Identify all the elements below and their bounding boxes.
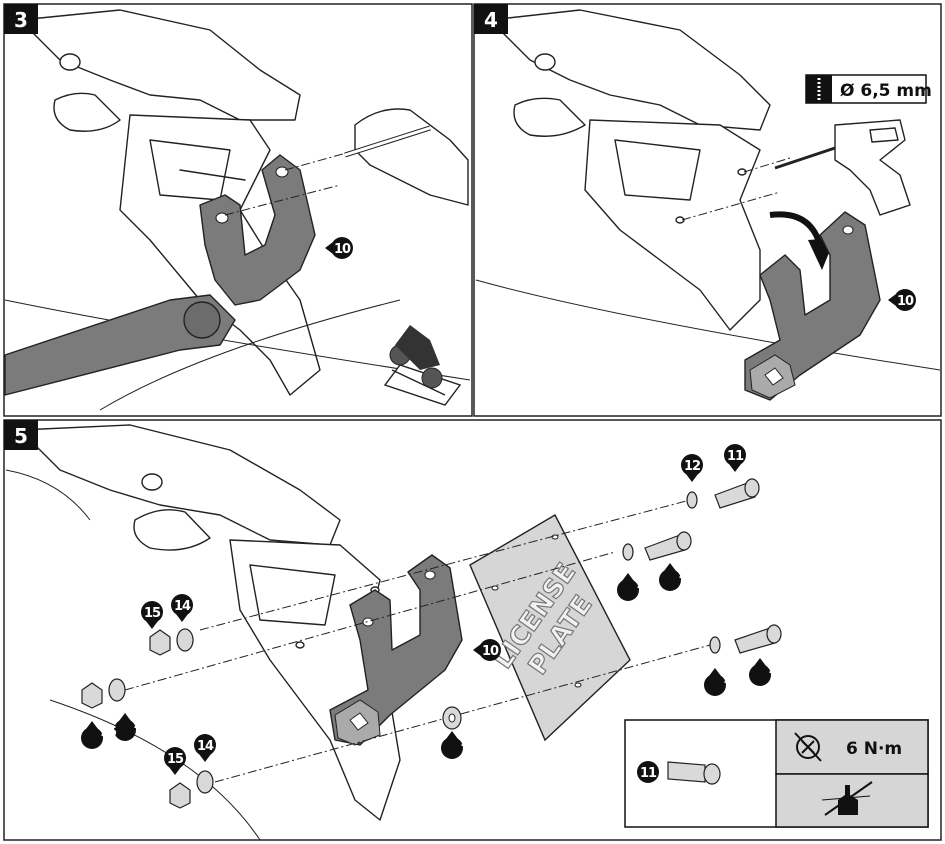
step-4-badge [474,4,508,34]
svg-text:12: 12 [636,577,652,592]
drill-diameter-spec: Ø 6,5 mm [805,74,932,104]
callout-15-bottom: 15 [164,747,186,775]
stand-lever [4,294,236,396]
step-5-number: 5 [14,424,28,448]
license-plate: LICENSE PLATE [469,514,631,742]
callout-12-top: 12 [681,454,703,482]
callout-15-top: 15 [141,601,163,629]
washer-14-top [176,628,194,652]
motorcycle-on-stand-icon [383,325,462,406]
nut-15-top [149,629,171,656]
nut-15-middle [81,682,103,709]
bracket-10-step5 [329,554,463,746]
hand-marking-icon [344,108,469,206]
svg-text:11: 11 [640,766,657,781]
step-3-badge [4,4,38,34]
callout-11-top: 11 [724,444,746,472]
washer-14-middle [108,678,126,702]
svg-text:14: 14 [197,739,214,754]
washer-12-top [686,491,698,509]
callout-11-bottom: 11 [749,658,786,686]
drill-diameter-text: Ø 6,5 mm [840,81,932,101]
no-threadlocker-icon [821,781,873,816]
drill-icon [774,119,911,216]
bracket-10-step3 [199,154,316,306]
step-3-number: 3 [14,8,28,32]
svg-text:12: 12 [723,672,739,687]
step-4-number: 4 [484,8,498,32]
tail-section-4 [475,9,941,371]
bracket-10-step4 [744,211,881,401]
svg-text:11: 11 [727,449,744,464]
callout-11-middle: 11 [659,563,696,591]
callout-12-bottom: 12 [704,668,740,696]
svg-text:10: 10 [897,294,914,309]
callout-15-middle: 15 [81,721,118,749]
screw-11-bottom [734,624,782,654]
callout-13: 13 [441,731,478,759]
screw-11-detail [667,761,721,785]
screw-11-top [714,478,760,509]
panel-step-3: 3 10 [3,3,473,417]
svg-text:11: 11 [678,567,695,582]
svg-text:15: 15 [144,606,161,621]
rotate-arrow-icon [769,211,823,246]
svg-text:12: 12 [684,459,700,474]
torque-wrench-icon [794,732,822,762]
washer-14-bottom [196,770,214,794]
svg-text:14: 14 [174,599,191,614]
svg-text:11: 11 [768,662,785,677]
panel-step-4: Ø 6,5 mm 4 10 [473,3,942,417]
panel-step-5: LICENSE PLATE [3,419,942,841]
callout-12-middle: 12 [617,573,653,601]
svg-text:15: 15 [167,752,184,767]
callout-14-middle: 14 [114,713,151,741]
callout-10-step4: 10 [888,289,916,311]
callout-10-step5: 10 [473,639,501,661]
callout-14-bottom: 14 [194,734,216,762]
washer-12-bottom [709,636,721,654]
torque-spec-box: 6 N·m 11 [624,719,929,828]
svg-text:14: 14 [133,717,150,732]
torque-value: 6 N·m [846,739,902,759]
svg-text:10: 10 [334,242,351,257]
callout-10-step3: 10 [325,237,353,259]
nut-15-bottom [169,782,191,809]
washer-12-middle [622,543,634,561]
callout-14-top: 14 [171,594,193,622]
svg-text:13: 13 [460,735,477,750]
svg-text:15: 15 [100,725,117,740]
screw-11-middle [644,531,692,561]
step-5-badge [4,420,38,450]
svg-text:10: 10 [482,644,499,659]
callout-11-detail: 11 [637,761,659,783]
